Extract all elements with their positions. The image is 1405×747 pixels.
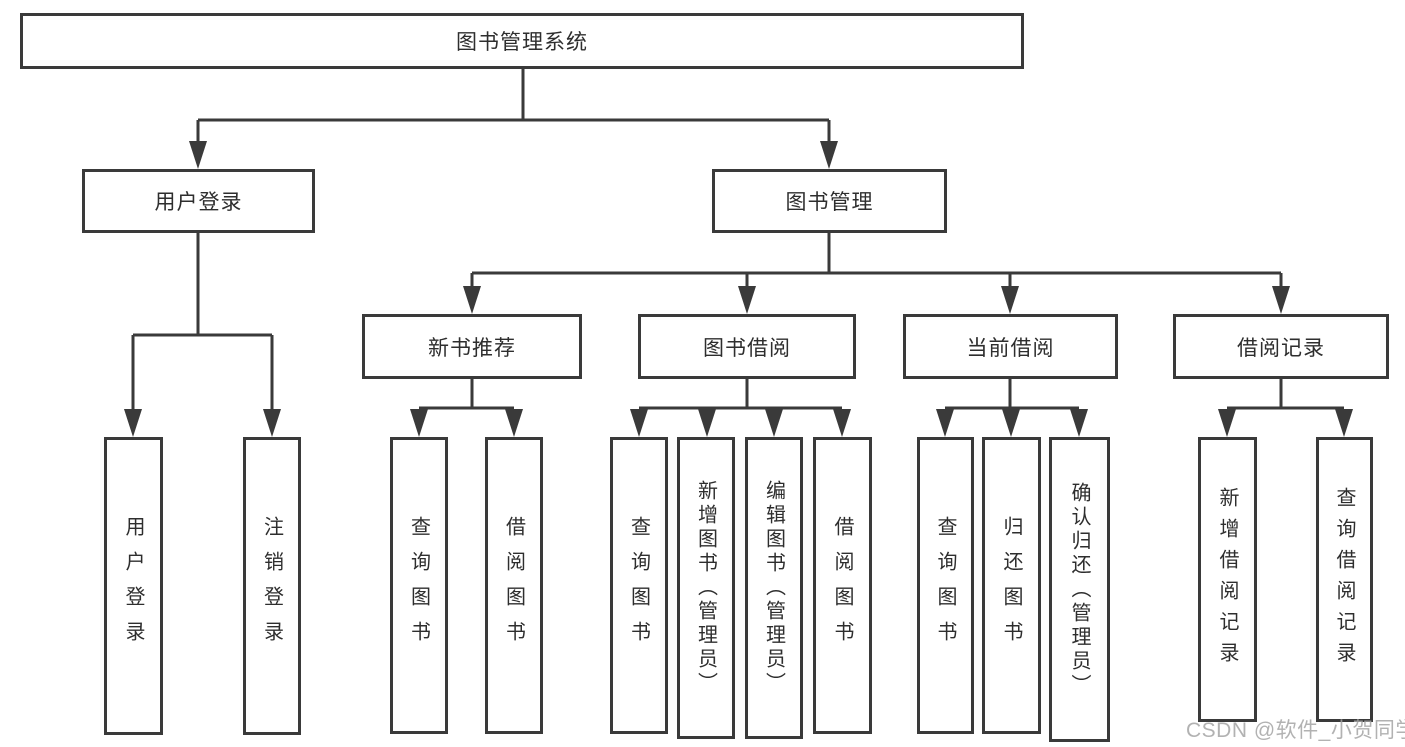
node-leaf-add-borrow-record: 新增借阅记录 (1198, 437, 1257, 722)
node-leaf-return-book: 归还图书 (982, 437, 1041, 734)
node-new-book-recommend: 新书推荐 (362, 314, 582, 379)
node-leaf-borrow-book: 借阅图书 (813, 437, 872, 734)
csdn-watermark: CSDN @软件_小贺同学 (1186, 719, 1405, 742)
arrowhead (463, 286, 481, 314)
edge-group-borrow-record (1218, 379, 1353, 437)
node-borrow-record: 借阅记录 (1173, 314, 1389, 379)
arrowhead (1272, 286, 1290, 314)
arrowhead (1218, 409, 1236, 437)
node-leaf-add-book-admin: 新增图书（管理员） (677, 437, 735, 739)
arrowhead (124, 409, 142, 437)
arrowhead (410, 409, 428, 437)
node-book-management: 图书管理 (712, 169, 947, 233)
node-root-system: 图书管理系统 (20, 13, 1024, 69)
arrowhead (698, 409, 716, 437)
arrowhead (189, 141, 207, 169)
node-leaf-query-book-recommend: 查询图书 (390, 437, 448, 734)
arrowhead (936, 409, 954, 437)
arrowhead (263, 409, 281, 437)
arrowhead (738, 286, 756, 314)
edge-group-root (189, 69, 838, 169)
arrowhead (765, 409, 783, 437)
edge-group-user-login (124, 233, 281, 437)
node-leaf-confirm-return-admin: 确认归还（管理员） (1049, 437, 1110, 742)
arrowhead (630, 409, 648, 437)
node-user-login: 用户登录 (82, 169, 315, 233)
node-current-borrow: 当前借阅 (903, 314, 1118, 379)
arrowhead (505, 409, 523, 437)
node-leaf-query-book-borrow: 查询图书 (610, 437, 668, 734)
arrowhead (820, 141, 838, 169)
edge-group-new-book-recommend (410, 379, 523, 437)
node-leaf-logout-login: 注销登录 (243, 437, 301, 735)
arrowhead (1002, 409, 1020, 437)
edge-group-book-borrow (630, 379, 851, 437)
arrowhead (833, 409, 851, 437)
node-book-borrow: 图书借阅 (638, 314, 856, 379)
arrowhead (1335, 409, 1353, 437)
node-leaf-edit-book-admin: 编辑图书（管理员） (745, 437, 803, 739)
node-leaf-query-borrow-record: 查询借阅记录 (1316, 437, 1373, 722)
arrowhead (1070, 409, 1088, 437)
node-leaf-borrow-book-recommend: 借阅图书 (485, 437, 543, 734)
edge-group-current-borrow (936, 379, 1088, 437)
node-leaf-query-book-current: 查询图书 (917, 437, 974, 734)
node-leaf-user-login: 用户登录 (104, 437, 163, 735)
arrowhead (1001, 286, 1019, 314)
edge-group-book-management (463, 233, 1290, 314)
